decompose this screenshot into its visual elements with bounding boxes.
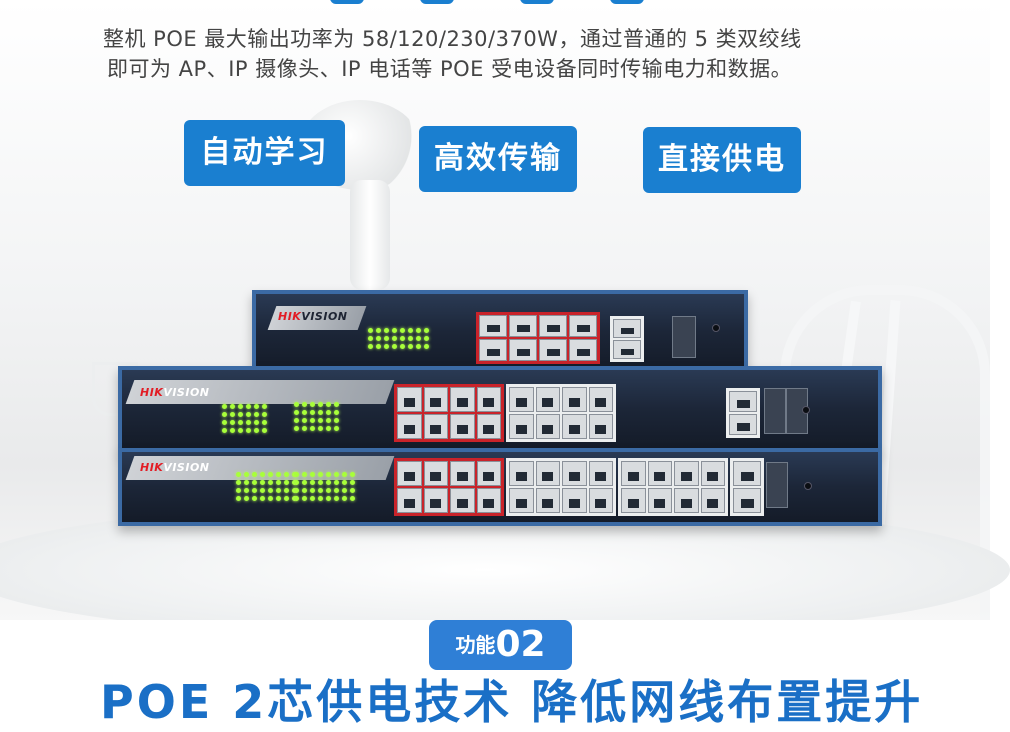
- reset-button: [804, 482, 812, 490]
- section-badge: 功能02: [429, 620, 572, 670]
- badge-label: 功能: [455, 633, 496, 657]
- feature-direct-power: 直接供电: [643, 127, 801, 193]
- ethernet-port-block: [506, 458, 616, 516]
- next-section-title: POE 2芯供电技术 降低网线布置提升: [100, 675, 924, 729]
- sfp-slot: [764, 388, 786, 434]
- led-indicators: [294, 472, 355, 501]
- brand-logo: HIKVISION: [278, 310, 348, 323]
- ethernet-port-block: [618, 458, 728, 516]
- brand-logo: HIKVISION: [140, 461, 210, 474]
- sfp-slot: [672, 316, 696, 358]
- badge-number: 02: [495, 624, 546, 665]
- poe-switch-small: HIKVISION: [252, 290, 748, 374]
- feature-auto-learn: 自动学习: [184, 120, 345, 186]
- led-indicators: [368, 328, 429, 349]
- poe-port-block: [394, 384, 504, 442]
- uplink-ports: [726, 388, 760, 438]
- poe-switch-medium: HIKVISION: [118, 366, 882, 452]
- poe-switch-large: HIKVISION: [118, 448, 882, 526]
- description-line-1: 整机 POE 最大输出功率为 58/120/230/370W，通过普通的 5 类…: [103, 27, 802, 51]
- led-indicators: [294, 402, 339, 431]
- feature-description: 整机 POE 最大输出功率为 58/120/230/370W，通过普通的 5 类…: [103, 24, 903, 84]
- decor-vase: [350, 180, 390, 290]
- led-indicators: [236, 472, 297, 501]
- sfp-slot: [766, 462, 788, 508]
- reset-button: [712, 324, 720, 332]
- ethernet-port-block: [506, 384, 616, 442]
- brand-logo: HIKVISION: [140, 386, 210, 399]
- uplink-ports: [730, 458, 764, 516]
- poe-port-block: [394, 458, 504, 516]
- poe-port-block: [476, 312, 600, 364]
- cut-off-heading: [0, 0, 990, 10]
- reset-button: [802, 406, 810, 414]
- feature-efficient-transfer: 高效传输: [419, 126, 577, 192]
- hero-section: 整机 POE 最大输出功率为 58/120/230/370W，通过普通的 5 类…: [0, 0, 1010, 640]
- led-indicators: [222, 404, 267, 433]
- uplink-ports: [610, 316, 644, 362]
- description-line-2: 即可为 AP、IP 摄像头、IP 电话等 POE 受电设备同时传输电力和数据。: [107, 57, 793, 81]
